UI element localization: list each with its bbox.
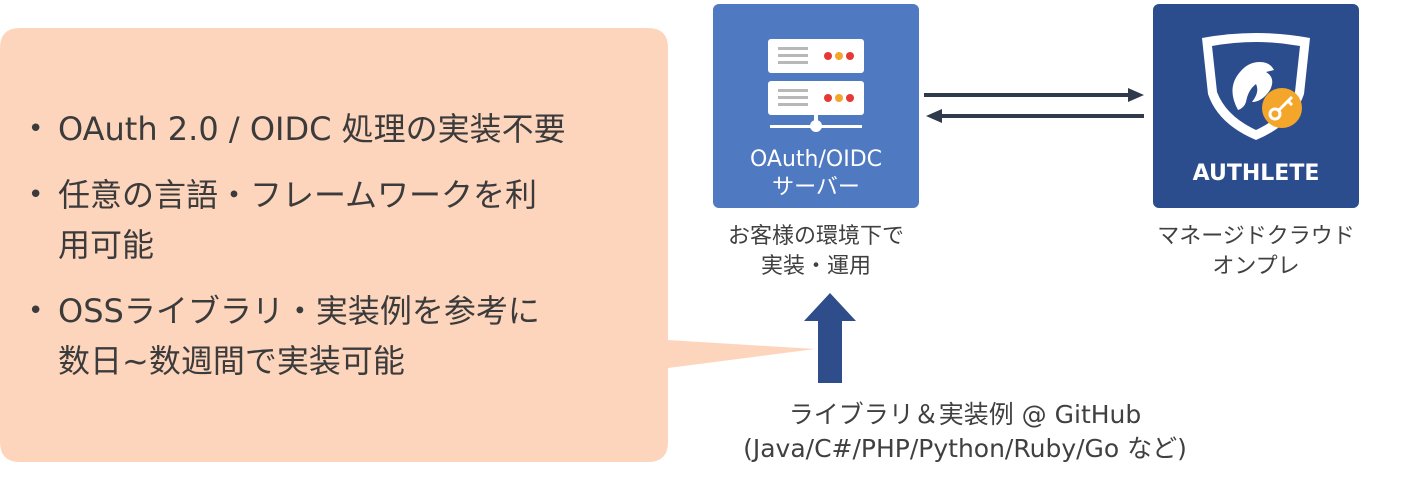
server-caption-line2: 実装・運用 (760, 254, 871, 279)
authlete-label: AUTHLETE (1192, 161, 1320, 186)
feature-bullet-list: • OAuth 2.0 / OIDC 処理の実装不要 • 任意の言語・フレームワ… (26, 104, 646, 402)
library-line1: ライブラリ＆実装例 @ GitHub (788, 400, 1142, 429)
bullet-text: 任意の言語・フレームワークを利 (58, 176, 538, 214)
left-arrow-icon (926, 109, 1144, 123)
oauth-server-box: OAuth/OIDC サーバー (713, 4, 919, 208)
authlete-caption-line2: オンプレ (1212, 254, 1300, 279)
bullet-dot: • (28, 180, 44, 210)
server-label-line2: サーバー (772, 175, 860, 200)
server-rack-icon (768, 39, 864, 132)
bullet-text-cont: 数日~数週間で実装可能 (58, 342, 405, 380)
bullet-item: • 任意の言語・フレームワークを利 用可能 (26, 170, 646, 270)
authlete-caption: マネージドクラウド オンプレ (1140, 222, 1372, 282)
bullet-text-cont: 用可能 (58, 226, 155, 264)
bullet-text: OAuth 2.0 / OIDC 処理の実装不要 (58, 110, 566, 148)
right-arrow-icon (924, 88, 1144, 102)
bidirectional-arrows (924, 88, 1144, 123)
authlete-box: AUTHLETE (1153, 4, 1359, 208)
up-arrow-icon (804, 293, 856, 383)
authlete-caption-line1: マネージドクラウド (1157, 224, 1355, 249)
callout-shape (0, 28, 815, 462)
bullet-item: • OSSライブラリ・実装例を参考に 数日~数週間で実装可能 (26, 286, 646, 386)
server-caption-line1: お客様の環境下で (727, 224, 904, 249)
library-line2: (Java/C#/PHP/Python/Ruby/Go など) (743, 434, 1187, 463)
bullet-dot: • (28, 296, 44, 326)
server-label-line1: OAuth/OIDC (749, 147, 882, 172)
bullet-text: OSSライブラリ・実装例を参考に (58, 292, 540, 330)
griffin-shield-key-icon (1202, 33, 1310, 140)
server-caption: お客様の環境下で 実装・運用 (700, 222, 932, 282)
bullet-dot: • (28, 114, 44, 144)
bullet-item: • OAuth 2.0 / OIDC 処理の実装不要 (26, 104, 646, 154)
